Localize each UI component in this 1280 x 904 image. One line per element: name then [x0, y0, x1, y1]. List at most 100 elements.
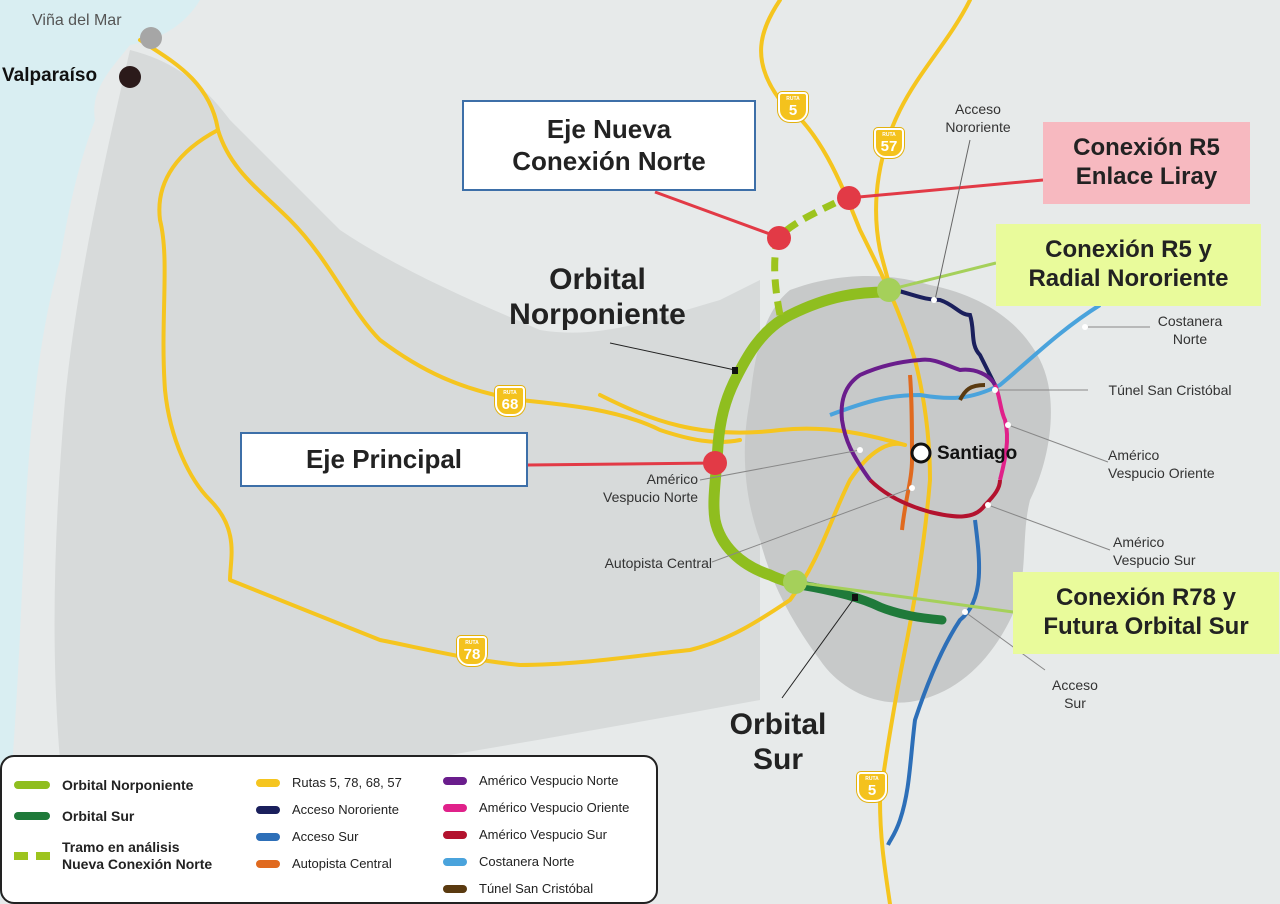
dot-tunel: [992, 387, 998, 393]
route-shield-5-top: RUTA 5: [778, 92, 808, 122]
route-shield-57: RUTA 57: [874, 128, 904, 158]
route-68: [216, 128, 742, 444]
legend-swatch: [443, 857, 467, 866]
route-shield-78: RUTA 78: [457, 636, 487, 666]
connector-eje-nueva: [654, 190, 779, 239]
legend-swatch: [256, 832, 280, 841]
shield-caption: RUTA: [465, 640, 479, 646]
legend-item-tunel: Túnel San Cristóbal: [443, 881, 593, 897]
label-autopista-central: Autopista Central: [604, 555, 712, 571]
label-costanera-norte: Costanera Norte: [1157, 313, 1223, 348]
route-coastal: [157, 128, 220, 392]
legend-label: Américo Vespucio Norte: [479, 773, 619, 788]
city-dot-valparaiso[interactable]: [119, 66, 141, 88]
legend-swatch-dashed: [14, 851, 50, 860]
sea-area: [0, 0, 200, 904]
label-americo-vespucio-norte: Américo Vespucio Norte: [603, 471, 698, 506]
shield-caption: RUTA: [786, 96, 800, 102]
label-tunel-san-cristobal: Túnel San Cristóbal: [1108, 382, 1232, 398]
leader-acceso-sur: [964, 611, 1046, 671]
city-label-vina: Viña del Mar: [32, 12, 122, 29]
leader-acceso-nororiente: [934, 139, 971, 301]
callout-conexion-r5-liray[interactable]: Conexión R5 Enlace Liray: [1043, 122, 1250, 204]
marker-eje-nueva[interactable]: [767, 226, 791, 250]
legend-swatch: [443, 830, 467, 839]
land-relief: [54, 50, 761, 768]
shield-number: 57: [880, 138, 898, 155]
city-dot-santiago[interactable]: [910, 442, 932, 464]
shield-number: 68: [501, 396, 519, 413]
marker-eje-principal[interactable]: [703, 451, 727, 475]
americo-vespucio-oriente-line: [993, 384, 1010, 481]
costanera-norte-line: [829, 303, 1102, 417]
legend-item-acceso-nororiente: Acceso Nororiente: [256, 802, 399, 818]
shield-number: 78: [463, 646, 481, 663]
legend-swatch: [14, 781, 50, 790]
legend-item-orbital-sur: Orbital Sur: [14, 808, 134, 825]
dot-acceso-nororiente: [931, 297, 937, 303]
city-label-santiago: Santiago: [937, 443, 1018, 464]
legend-label: Américo Vespucio Sur: [479, 827, 607, 842]
legend-label: Tramo en análisis Nueva Conexión Norte: [62, 839, 213, 872]
legend-swatch: [443, 776, 467, 785]
callout-eje-nueva-conexion-norte[interactable]: Eje Nueva Conexión Norte: [462, 100, 756, 191]
legend-item-av-oriente: Américo Vespucio Oriente: [443, 800, 629, 816]
route-shield-68: RUTA 68: [495, 386, 525, 416]
city-dot-vina[interactable]: [140, 27, 162, 49]
connector-eje-principal: [527, 461, 716, 467]
legend-label: Orbital Norponiente: [62, 777, 194, 793]
legend-label: Acceso Nororiente: [292, 802, 399, 817]
label-orbital-sur: Orbital Sur: [729, 708, 827, 776]
leader-av-norte: [699, 449, 861, 481]
legend-label: Orbital Sur: [62, 808, 135, 824]
tunel-san-cristobal-line: [958, 383, 986, 401]
legend-label: Rutas 5, 78, 68, 57: [292, 775, 402, 790]
americo-vespucio-norte-line: [839, 357, 997, 482]
acceso-sur-line: [886, 519, 982, 846]
legend-swatch: [256, 805, 280, 814]
dot-av-norte: [857, 447, 863, 453]
legend-item-costanera-norte: Costanera Norte: [443, 854, 574, 870]
legend-item-tramo-analisis: Tramo en análisis Nueva Conexión Norte: [14, 839, 212, 873]
label-acceso-nororiente: Acceso Nororiente: [945, 101, 1011, 136]
legend-swatch: [256, 859, 280, 868]
legend-item-av-norte: Américo Vespucio Norte: [443, 773, 618, 789]
dot-autopista: [909, 485, 915, 491]
orbital-sur-line: [795, 580, 947, 625]
shield-caption: RUTA: [503, 390, 517, 396]
legend-item-rutas: Rutas 5, 78, 68, 57: [256, 775, 402, 791]
connector-liray: [847, 178, 1044, 200]
legend-swatch: [443, 803, 467, 812]
acceso-nororiente-line: [894, 288, 997, 386]
leader-av-sur: [987, 504, 1111, 551]
tick-orbital-sur: [852, 594, 858, 601]
shield-number: 5: [788, 102, 798, 119]
americo-vespucio-sur-line: [868, 478, 1002, 519]
legend-swatch: [14, 812, 50, 821]
callout-eje-principal[interactable]: Eje Principal: [240, 432, 528, 487]
leader-autopista: [711, 487, 913, 563]
legend-label: Costanera Norte: [479, 854, 575, 869]
legend-label: Américo Vespucio Oriente: [479, 800, 630, 815]
callout-conexion-r78[interactable]: Conexión R78 y Futura Orbital Sur: [1013, 572, 1279, 654]
leader-orbital-norponiente: [609, 342, 736, 371]
legend-label: Túnel San Cristóbal: [479, 881, 594, 896]
label-americo-vespucio-oriente: Américo Vespucio Oriente: [1108, 447, 1215, 482]
legend-item-av-sur: Américo Vespucio Sur: [443, 827, 607, 843]
route-shield-5-bottom: RUTA 5: [857, 772, 887, 802]
callout-conexion-r5-radial[interactable]: Conexión R5 y Radial Nororiente: [996, 224, 1261, 306]
dot-costanera: [1082, 324, 1088, 330]
marker-radial-nororiente[interactable]: [877, 278, 901, 302]
label-acceso-sur: Acceso Sur: [1052, 677, 1098, 712]
label-orbital-norponiente: Orbital Norponiente: [509, 263, 686, 331]
marker-liray[interactable]: [837, 186, 861, 210]
legend-panel: Orbital Norponiente Orbital Sur Tramo en…: [0, 755, 658, 904]
marker-r78[interactable]: [783, 570, 807, 594]
tick-orbital-norponiente: [732, 367, 738, 374]
shield-caption: RUTA: [882, 132, 896, 138]
route-78: [163, 388, 907, 667]
legend-swatch: [443, 884, 467, 893]
dot-av-sur: [985, 502, 991, 508]
